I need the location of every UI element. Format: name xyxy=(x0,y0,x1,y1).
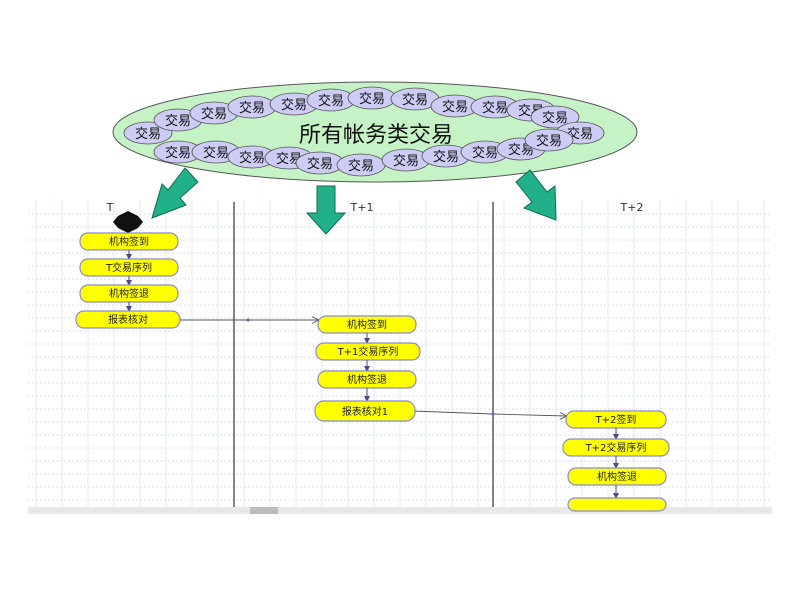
transaction-cloud: 交易交易交易交易交易交易交易交易交易交易交易交易交易交易交易交易交易交易交易交易… xyxy=(112,81,638,183)
transaction-bubble: 交易 xyxy=(460,140,510,164)
bubble-label: 交易 xyxy=(281,97,307,113)
bubble-label: 交易 xyxy=(472,145,498,161)
bubble-label: 交易 xyxy=(348,158,374,174)
step-label: T+1交易序列 xyxy=(337,345,399,358)
flow-step[interactable]: 机构签退 xyxy=(567,467,667,486)
step-label: T+2签到 xyxy=(595,413,637,426)
transaction-bubble: 交易 xyxy=(421,144,471,168)
scrollbar-thumb[interactable] xyxy=(250,507,278,514)
transaction-bubble: 交易 xyxy=(470,95,520,119)
flow-step-partial[interactable] xyxy=(567,497,667,512)
step-label: T+2交易序列 xyxy=(585,441,647,454)
transaction-bubble: 交易 xyxy=(347,86,397,110)
transaction-bubble: 交易 xyxy=(524,128,574,152)
lane-label-t: T xyxy=(106,201,114,214)
cloud-title: 所有帐务类交易 xyxy=(299,123,453,148)
bubble-label: 交易 xyxy=(359,91,385,107)
green-arrow-center-icon xyxy=(305,185,347,235)
bubble-label: 交易 xyxy=(239,150,265,166)
transaction-bubble: 交易 xyxy=(269,92,319,116)
step-label: 机构签到 xyxy=(347,318,387,331)
step-label: 机构签退 xyxy=(109,287,149,300)
flow-step[interactable]: T交易序列 xyxy=(79,258,179,277)
transaction-bubble: 交易 xyxy=(189,101,239,125)
bubble-label: 交易 xyxy=(135,126,161,142)
cloud-bubbles: 交易交易交易交易交易交易交易交易交易交易交易交易交易交易交易交易交易交易交易交易… xyxy=(123,86,605,177)
bubble-label: 交易 xyxy=(567,126,593,142)
flow-step[interactable]: 报表核对1 xyxy=(314,400,416,422)
transaction-bubble: 交易 xyxy=(530,105,580,129)
bubble-label: 交易 xyxy=(536,133,562,149)
transaction-bubble: 交易 xyxy=(295,151,345,175)
bubble-label: 交易 xyxy=(542,110,568,126)
transaction-bubble: 交易 xyxy=(227,95,277,119)
flow-step[interactable]: 机构签退 xyxy=(79,284,179,303)
flow-lane-t2: T+2签到 T+2交易序列 机构签退 xyxy=(562,410,670,512)
bubble-label: 交易 xyxy=(318,93,344,109)
connector-point xyxy=(491,412,495,416)
start-node-icon xyxy=(113,211,143,233)
lane-label-t1: T+1 xyxy=(350,201,374,214)
transaction-bubble: 交易 xyxy=(381,148,431,172)
green-arrow-right-icon xyxy=(515,169,557,221)
transaction-bubble: 交易 xyxy=(306,88,356,112)
step-label: 机构签退 xyxy=(597,470,637,483)
transaction-bubble: 交易 xyxy=(336,153,386,177)
bubble-label: 交易 xyxy=(307,156,333,172)
flow-lane-t: 机构签到 T交易序列 机构签退 报表核对 xyxy=(75,232,181,329)
bubble-label: 交易 xyxy=(165,145,191,161)
bubble-label: 交易 xyxy=(393,153,419,169)
bubble-label: 交易 xyxy=(239,100,265,116)
flow-step[interactable]: 机构签到 xyxy=(79,232,179,251)
bubble-label: 交易 xyxy=(402,92,428,108)
flow-step[interactable]: T+2签到 xyxy=(565,410,667,429)
bubble-label: 交易 xyxy=(482,100,508,116)
bubble-label: 交易 xyxy=(433,149,459,165)
transaction-bubble: 交易 xyxy=(390,87,440,111)
bubble-label: 交易 xyxy=(442,99,468,115)
bubble-label: 交易 xyxy=(203,145,229,161)
step-label: 报表核对 xyxy=(108,313,148,326)
transaction-bubble: 交易 xyxy=(153,140,203,164)
bubble-label: 交易 xyxy=(201,106,227,122)
lane-label-t2: T+2 xyxy=(620,201,644,214)
green-arrow-left-icon xyxy=(151,167,199,219)
horizontal-scrollbar[interactable] xyxy=(28,507,772,514)
step-label: 机构签到 xyxy=(109,235,149,248)
transaction-bubble: 交易 xyxy=(430,94,480,118)
step-label: T交易序列 xyxy=(105,261,152,274)
bubble-label: 交易 xyxy=(508,142,534,158)
connector-point xyxy=(246,318,250,322)
flow-step[interactable]: T+1交易序列 xyxy=(315,342,421,361)
bubble-label: 交易 xyxy=(276,151,302,167)
flow-step[interactable]: 机构签退 xyxy=(317,370,417,389)
step-label: 报表核对1 xyxy=(342,405,388,418)
flow-step[interactable]: 机构签到 xyxy=(317,315,417,334)
bubble-label: 交易 xyxy=(165,113,191,129)
flow-lane-t1: 机构签到 T+1交易序列 机构签退 报表核对1 xyxy=(314,315,421,422)
flow-step[interactable]: 报表核对 xyxy=(75,310,181,329)
step-label: 机构签退 xyxy=(347,373,387,386)
flow-step[interactable]: T+2交易序列 xyxy=(562,438,670,457)
